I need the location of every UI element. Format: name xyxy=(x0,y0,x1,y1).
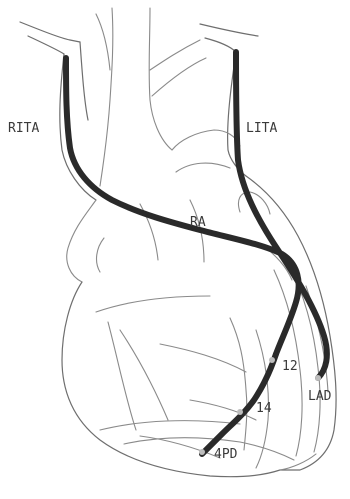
label-4pd: 4PD xyxy=(214,447,238,462)
label-rita: RITA xyxy=(8,121,39,136)
right-atrium-outline xyxy=(67,200,96,282)
right-vessel-inner xyxy=(28,36,64,54)
heart-right-border xyxy=(62,282,280,477)
vessel-lower-2 xyxy=(230,318,247,450)
groove-base-1 xyxy=(100,421,240,430)
anastomosis-14 xyxy=(237,409,243,415)
groove-mid xyxy=(108,322,136,430)
groove-inner xyxy=(120,330,168,420)
anastomosis-lad xyxy=(315,375,321,381)
bypass-grafts xyxy=(66,52,327,454)
anastomosis-12 xyxy=(269,357,275,363)
pulmonary-lower xyxy=(176,163,230,172)
central-vessel-right xyxy=(149,8,172,150)
right-atrium-inner xyxy=(97,238,104,272)
rita-graft xyxy=(66,58,299,354)
label-lita: LITA xyxy=(246,121,277,136)
label-lad: LAD xyxy=(308,389,332,404)
internal-line-3 xyxy=(160,344,246,372)
groove-upper xyxy=(96,296,210,312)
right-vessel-trunk-right xyxy=(80,42,88,120)
anastomosis-4pd xyxy=(199,449,205,455)
right-vessel-outer xyxy=(20,22,80,42)
lita-graft xyxy=(236,52,327,378)
central-vessel-left xyxy=(100,8,113,186)
left-vessel-inner xyxy=(205,38,236,52)
left-vessel-outer xyxy=(200,24,258,36)
label-14: 14 xyxy=(256,401,272,416)
label-ra: RA xyxy=(190,215,206,230)
label-12: 12 xyxy=(282,359,298,374)
vessel-branch xyxy=(96,14,110,70)
pulmonary-trunk xyxy=(172,130,240,150)
